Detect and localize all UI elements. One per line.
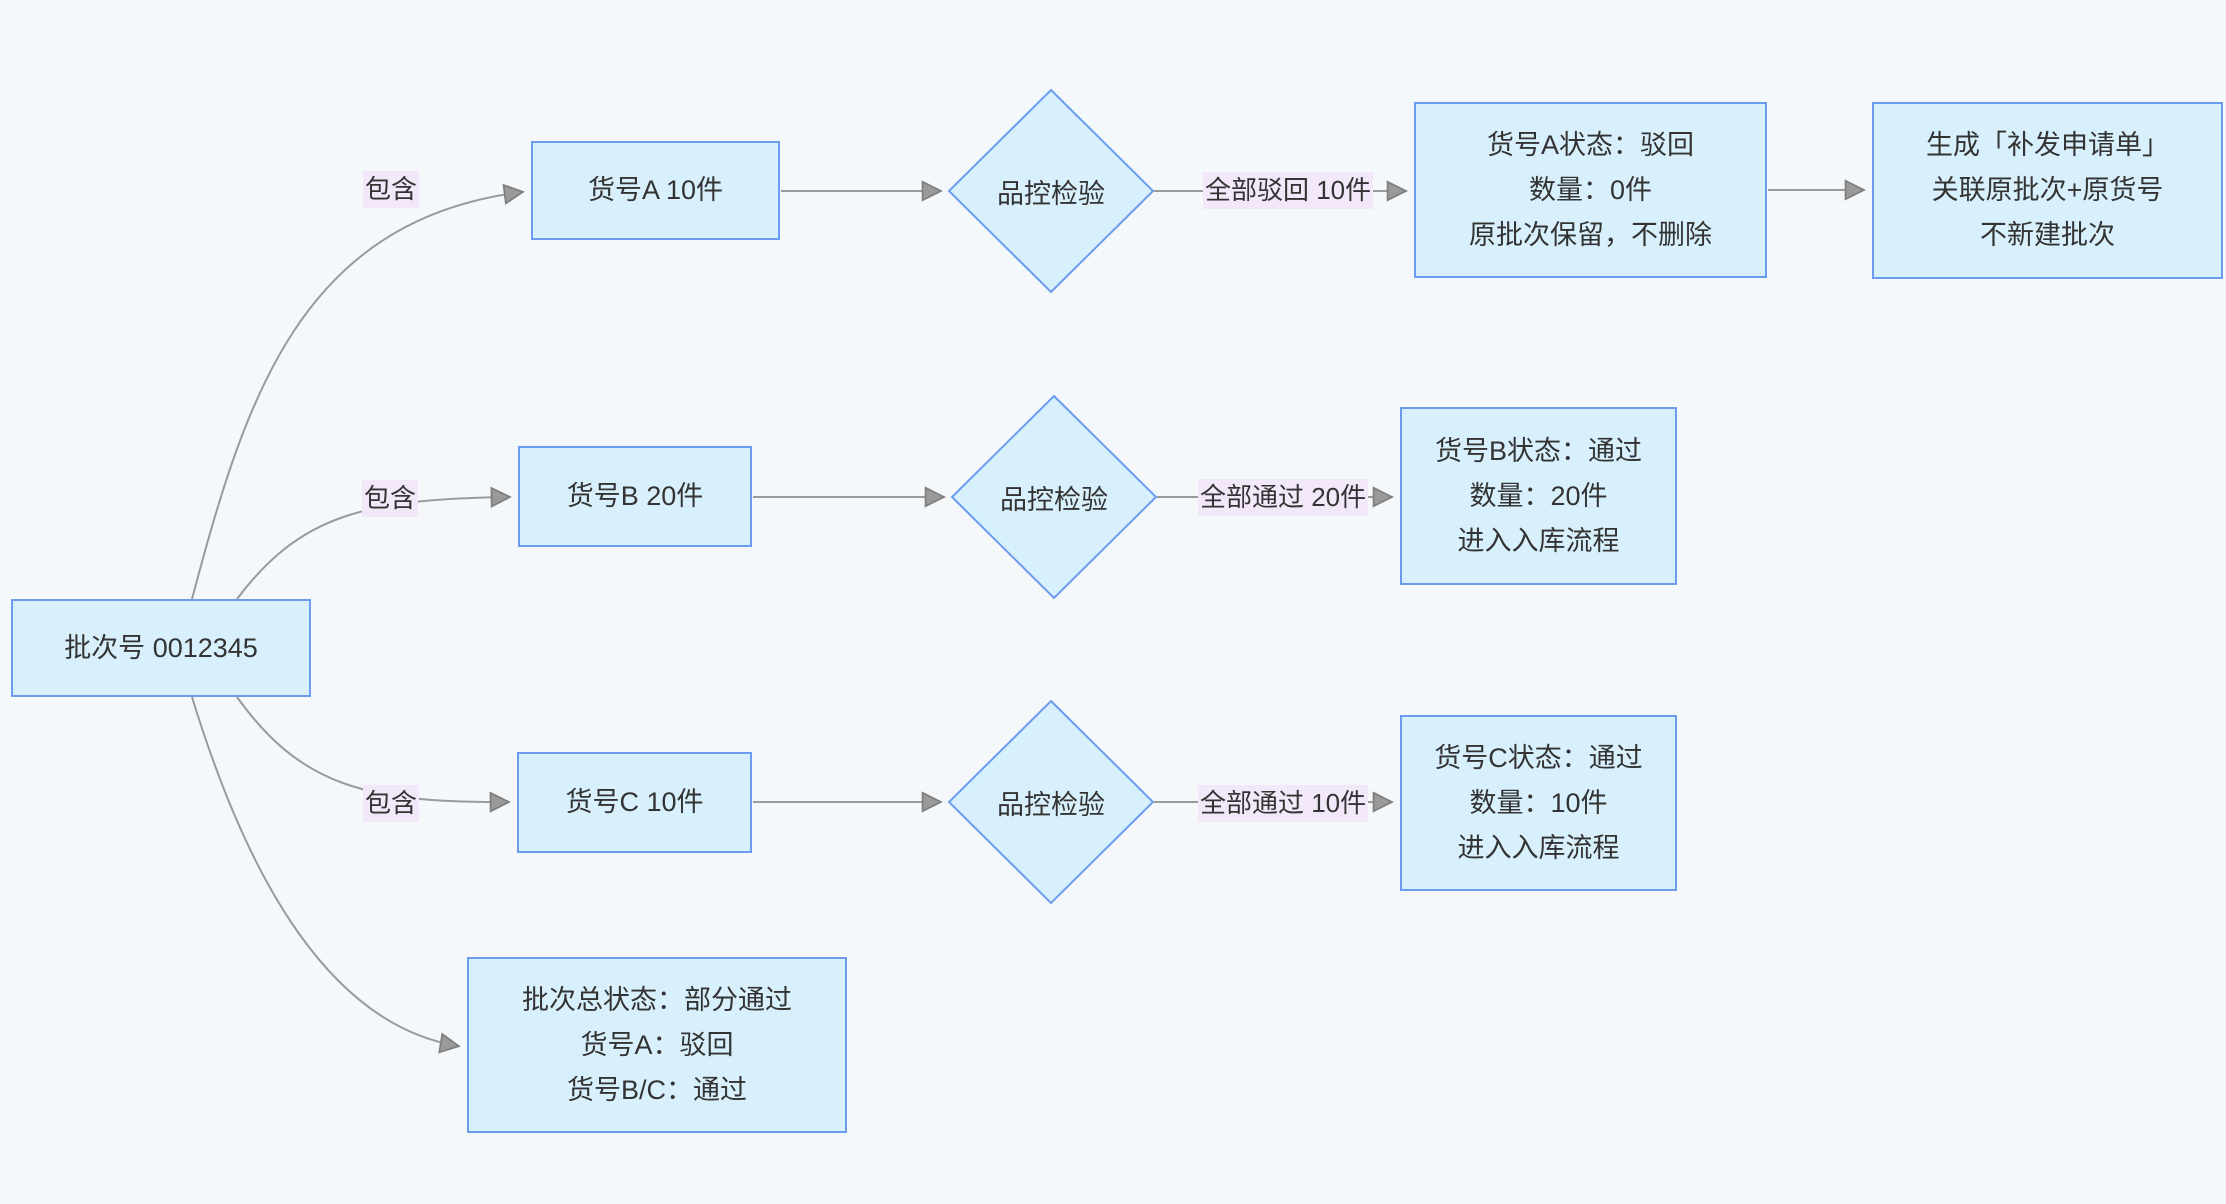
edge-batch-to-item-b: [236, 497, 509, 600]
node-result-a-line: 货号A状态：驳回: [1486, 129, 1694, 160]
node-item-a: 货号A 10件: [531, 141, 780, 240]
node-result-b: 货号B状态：通过 数量：20件 进入入库流程: [1400, 407, 1677, 585]
node-result-c-line: 货号C状态：通过: [1434, 742, 1643, 773]
node-result-b-line: 数量：20件: [1469, 480, 1608, 511]
qc-diamond-b-label: 品控检验: [1000, 484, 1108, 515]
node-reissue: 生成「补发申请单」 关联原批次+原货号 不新建批次: [1872, 102, 2223, 279]
edge-label-contain-b: 包含: [362, 480, 419, 517]
node-summary-line: 批次总状态：部分通过: [522, 984, 792, 1015]
edge-label-contain-c: 包含: [363, 785, 420, 822]
node-result-c-line: 进入入库流程: [1457, 832, 1620, 863]
edge-label-pass-b: 全部通过 20件: [1198, 479, 1369, 516]
edge-label-contain-a: 包含: [363, 171, 420, 208]
qc-diamond-a: [947, 88, 1155, 294]
node-summary: 批次总状态：部分通过 货号A：驳回 货号B/C：通过: [467, 957, 847, 1133]
node-batch: 批次号 0012345: [11, 599, 311, 697]
qc-diamond-c-label: 品控检验: [997, 789, 1105, 820]
node-summary-line: 货号A：驳回: [580, 1029, 734, 1060]
node-reissue-line: 不新建批次: [1980, 220, 2115, 250]
node-result-b-line: 进入入库流程: [1457, 525, 1620, 556]
node-item-c-label: 货号C 10件: [565, 787, 704, 817]
node-batch-label: 批次号 0012345: [64, 632, 258, 663]
node-result-c-line: 数量：10件: [1469, 787, 1608, 818]
node-reissue-line: 生成「补发申请单」: [1926, 130, 2169, 160]
qc-diamond-b: [950, 394, 1158, 600]
node-summary-line: 货号B/C：通过: [566, 1074, 747, 1105]
node-result-a-line: 数量：0件: [1528, 174, 1653, 205]
qc-diamond-a-label: 品控检验: [997, 178, 1105, 209]
node-result-a-line: 原批次保留，不删除: [1469, 219, 1712, 250]
edge-label-reject-a: 全部驳回 10件: [1203, 172, 1374, 209]
node-item-b-label: 货号B 20件: [566, 481, 704, 511]
edge-label-pass-c: 全部通过 10件: [1198, 785, 1369, 822]
node-item-c: 货号C 10件: [517, 752, 752, 853]
qc-diamond-c: [947, 699, 1155, 905]
node-item-a-label: 货号A 10件: [587, 175, 724, 205]
node-result-a: 货号A状态：驳回 数量：0件 原批次保留，不删除: [1414, 102, 1767, 278]
node-reissue-line: 关联原批次+原货号: [1931, 175, 2164, 205]
node-result-b-line: 货号B状态：通过: [1434, 435, 1642, 466]
edge-batch-to-summary: [191, 696, 458, 1046]
edge-batch-to-item-c: [236, 696, 508, 802]
node-item-b: 货号B 20件: [518, 446, 752, 547]
edge-batch-to-item-a: [191, 192, 522, 600]
node-result-c: 货号C状态：通过 数量：10件 进入入库流程: [1400, 715, 1677, 891]
